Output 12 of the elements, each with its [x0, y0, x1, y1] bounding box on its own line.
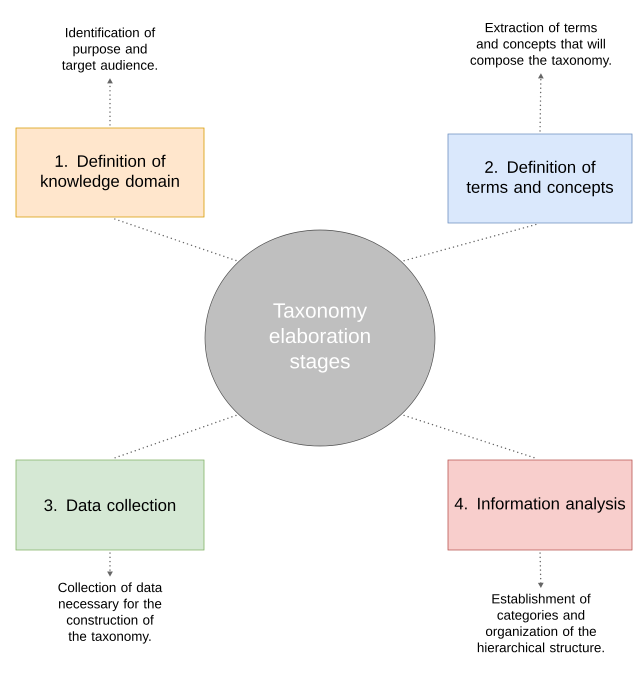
- connector-line: [403, 414, 537, 460]
- stage-box: 4. Information analysis: [448, 460, 632, 550]
- stage-box: 1. Definition of knowledge domain: [16, 128, 204, 218]
- description-text: Extraction of terms and concepts that will compose the taxonomy.: [470, 22, 611, 68]
- description-text: Establishment of categories and organization of the hierarchical structure.: [478, 594, 604, 652]
- description-text: Collection of data necessary for the construction of the taxonomy.: [58, 582, 162, 644]
- connector-line: [113, 218, 237, 262]
- stage-box: 2. Definition of terms and concepts: [448, 134, 632, 224]
- stage-box: 3. Data collection: [16, 460, 204, 550]
- connector-line: [403, 224, 537, 262]
- connector-line: [113, 414, 237, 460]
- description-text: Identification of purpose and target audience.: [62, 28, 157, 72]
